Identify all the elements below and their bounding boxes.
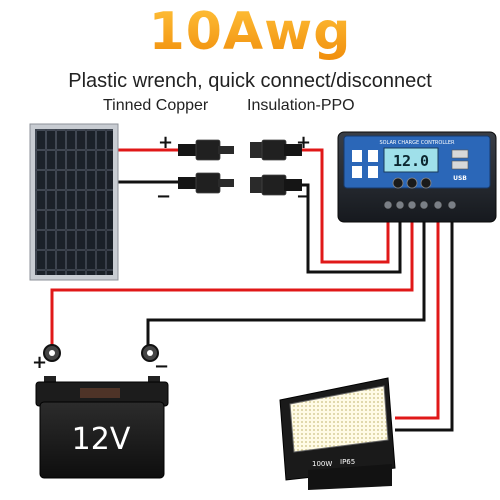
battery: 12V xyxy=(35,376,169,479)
subtitle-insulation: Insulation-PPO xyxy=(247,97,355,114)
usb-label: USB xyxy=(453,175,467,182)
controller-terminals xyxy=(383,200,457,210)
usb-port-1 xyxy=(451,149,469,159)
lcd-value: 12.0 xyxy=(393,152,429,170)
controller-button-menu xyxy=(392,177,404,189)
solar-icon xyxy=(352,150,362,162)
plus-sign-controller: + xyxy=(296,132,311,153)
battery-icon xyxy=(352,166,362,178)
mc4-connectors: + − + − xyxy=(156,132,311,207)
minus-sign-panel: − xyxy=(156,186,171,207)
minus-sign-controller: − xyxy=(296,186,311,207)
title: 10Awg xyxy=(0,2,500,62)
battery-minus-sign: − xyxy=(154,356,169,377)
controller-button-down xyxy=(420,177,432,189)
wires xyxy=(50,148,454,432)
connector-negative-female xyxy=(250,174,302,196)
controller-label: SOLAR CHARGE CONTROLLER xyxy=(379,140,455,146)
battery-voltage: 12V xyxy=(72,422,131,457)
subtitle-copper: Tinned Copper xyxy=(103,97,209,114)
charge-controller: SOLAR CHARGE CONTROLLER 12.0 USB xyxy=(337,131,497,223)
lcd-screen xyxy=(383,147,439,173)
controller-button-ok xyxy=(406,177,418,189)
connector-positive-male xyxy=(178,139,234,161)
solar-panel xyxy=(29,123,119,281)
plus-sign-panel: + xyxy=(158,132,173,153)
subtitle-wrench: Plastic wrench, quick connect/disconnect xyxy=(68,70,432,92)
light-power: 100W xyxy=(312,460,332,468)
connector-positive-female xyxy=(250,139,302,161)
light-icon xyxy=(368,150,378,162)
flood-light: 100W IP65 xyxy=(279,377,396,490)
ring-terminals: + − xyxy=(32,344,169,377)
usb-port-2 xyxy=(451,160,469,170)
light-rating: IP65 xyxy=(340,458,355,466)
battery-plus-sign: + xyxy=(32,352,47,373)
load-icon xyxy=(368,166,378,178)
connector-negative-male xyxy=(178,172,234,194)
